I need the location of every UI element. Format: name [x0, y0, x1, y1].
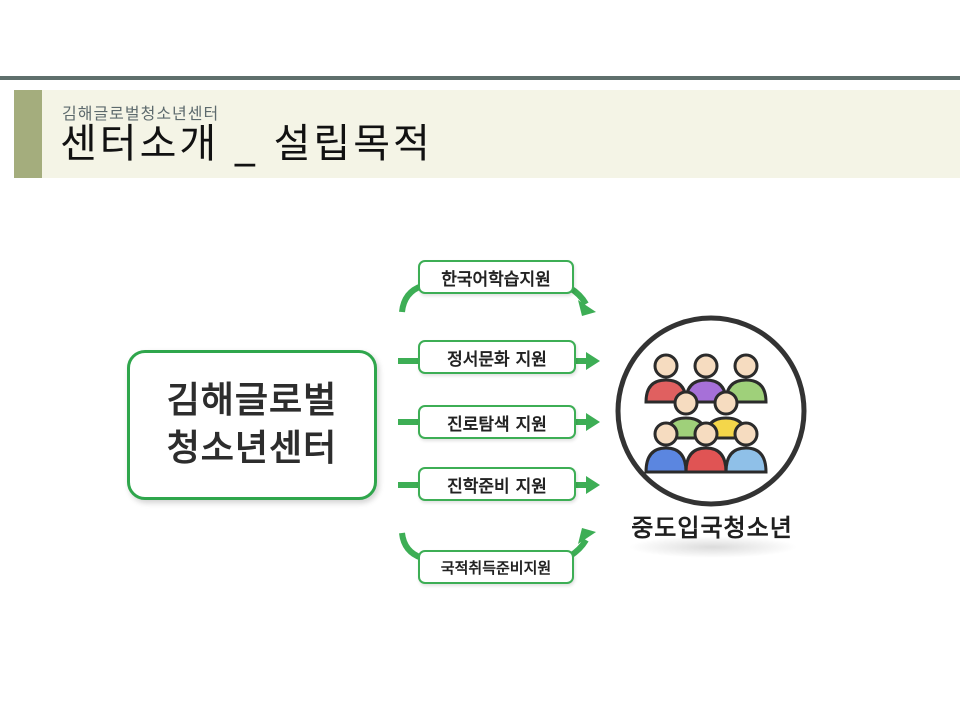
- page-subtitle: 김해글로벌청소년센터: [62, 104, 220, 123]
- center-line-1: 김해글로벌: [166, 380, 338, 421]
- top-rule: [0, 76, 960, 80]
- header-accent-bar: [14, 90, 42, 178]
- arrowhead-1: [578, 300, 596, 316]
- program-nationality-prep: 국적취득준비지원: [418, 550, 574, 584]
- center-line-2: 청소년센터: [166, 428, 338, 469]
- arrowhead-3: [586, 413, 600, 431]
- header-band: [14, 90, 960, 178]
- center-organization-box: 김해글로벌 청소년센터: [127, 350, 377, 500]
- arrowhead-2: [586, 352, 600, 370]
- target-label: 중도입국청소년: [631, 514, 793, 542]
- program-korean-learning: 한국어학습지원: [418, 260, 574, 294]
- target-shadow: [628, 536, 798, 558]
- program-school-prep: 진학준비 지원: [418, 467, 576, 501]
- program-emotional-culture: 정서문화 지원: [418, 340, 576, 374]
- page-title: 센터소개 _ 설립목적: [60, 121, 433, 167]
- program-career-exploration: 진로탐색 지원: [418, 405, 576, 439]
- arrowhead-5: [578, 528, 596, 544]
- arrowhead-4: [586, 476, 600, 494]
